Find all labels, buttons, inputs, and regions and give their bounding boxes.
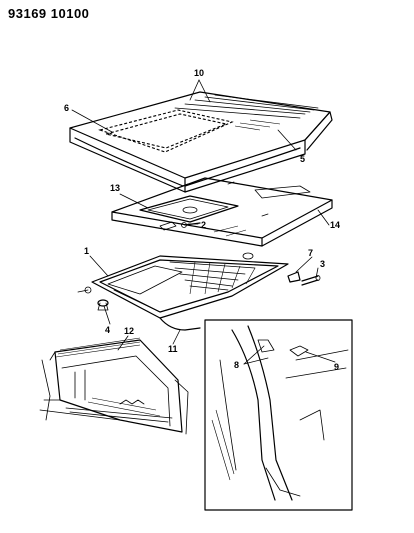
callout-7: 7 — [308, 248, 313, 258]
callout-10: 10 — [194, 68, 204, 78]
callout-13: 13 — [110, 183, 120, 193]
callout-5: 5 — [300, 154, 305, 164]
callouts: 10 6 5 13 2 14 1 7 3 4 12 11 8 9 — [64, 68, 340, 372]
callout-9: 9 — [334, 362, 339, 372]
callout-3: 3 — [320, 259, 325, 269]
callout-6: 6 — [64, 103, 69, 113]
callout-12: 12 — [124, 326, 134, 336]
callout-14: 14 — [330, 220, 340, 230]
detail-inset — [204, 319, 353, 511]
leader-lines — [71, 79, 336, 365]
document-id: 93169 10100 — [8, 6, 90, 21]
roof-panel — [69, 91, 333, 193]
callout-4: 4 — [105, 325, 110, 335]
callout-11: 11 — [168, 344, 178, 354]
headliner — [111, 177, 333, 247]
callout-8: 8 — [234, 360, 239, 370]
callout-1: 1 — [84, 246, 89, 256]
small-parts — [97, 222, 321, 311]
sunroof-frame-assembly — [77, 252, 289, 331]
callout-2: 2 — [201, 220, 206, 230]
interior-view — [39, 337, 189, 435]
